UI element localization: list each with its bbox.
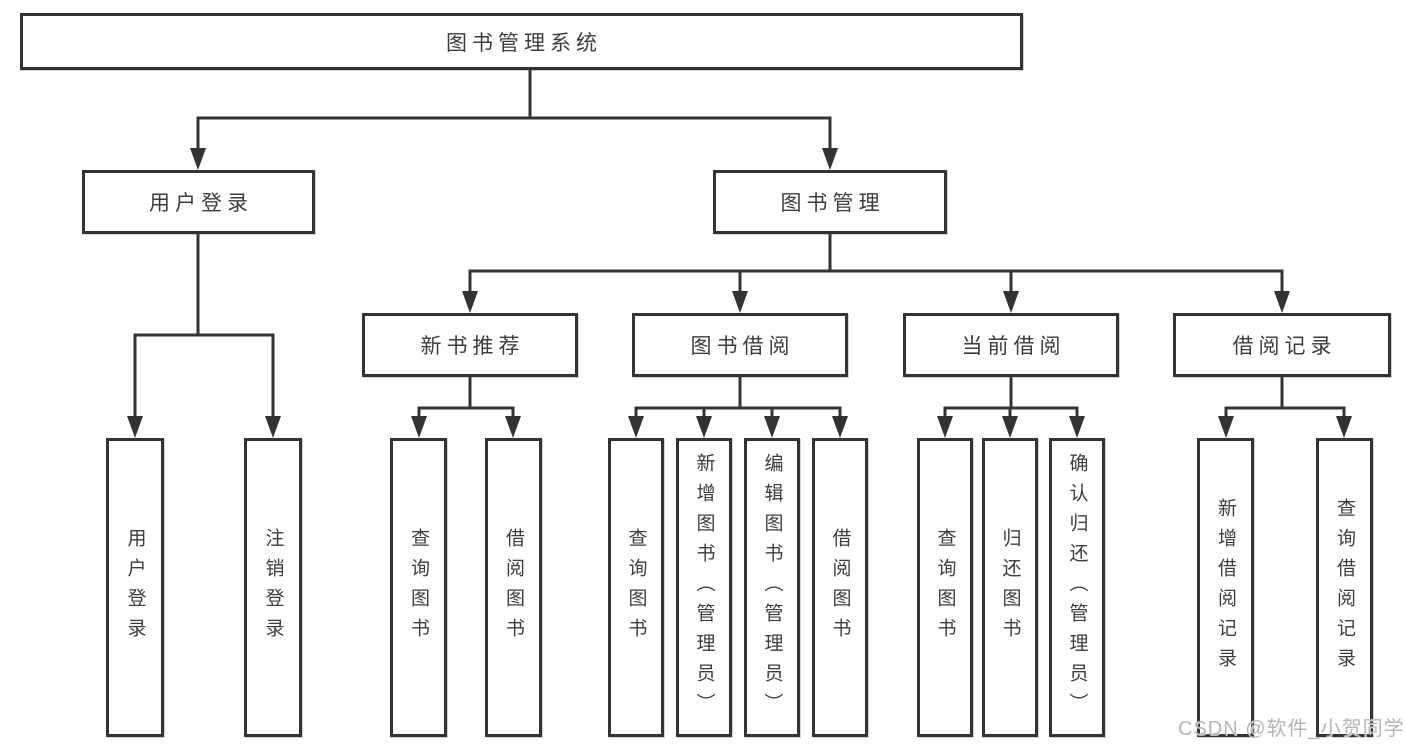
node-borrow-records: 借阅记录 <box>1173 313 1391 377</box>
node-current-borrow: 当前借阅 <box>903 313 1119 377</box>
leaf-borrow-book: 借阅图书 <box>812 438 868 737</box>
leaf-borrow-query-book: 查询图书 <box>608 438 664 737</box>
leaf-add-borrow-record: 新增借阅记录 <box>1197 438 1254 737</box>
node-user-login: 用户登录 <box>82 170 315 234</box>
node-book-borrow: 图书借阅 <box>632 313 848 377</box>
node-root: 图书管理系统 <box>20 13 1023 70</box>
leaf-recommend-query-book: 查询图书 <box>390 438 447 737</box>
leaf-return-book: 归还图书 <box>982 438 1038 737</box>
leaf-recommend-borrow-book: 借阅图书 <box>485 438 542 737</box>
leaf-current-query-book: 查询图书 <box>917 438 973 737</box>
node-new-book-recommend: 新书推荐 <box>362 313 578 377</box>
leaf-logout-login: 注销登录 <box>244 438 302 737</box>
leaf-add-book-admin: 新增图书（管理员） <box>676 438 732 737</box>
leaf-query-borrow-record: 查询借阅记录 <box>1316 438 1373 737</box>
leaf-confirm-return-admin: 确认归还（管理员） <box>1049 438 1105 737</box>
node-book-management: 图书管理 <box>713 170 947 234</box>
watermark: CSDN @软件_小贺同学 <box>1178 718 1405 740</box>
leaf-user-login: 用户登录 <box>106 438 164 737</box>
leaf-edit-book-admin: 编辑图书（管理员） <box>744 438 800 737</box>
